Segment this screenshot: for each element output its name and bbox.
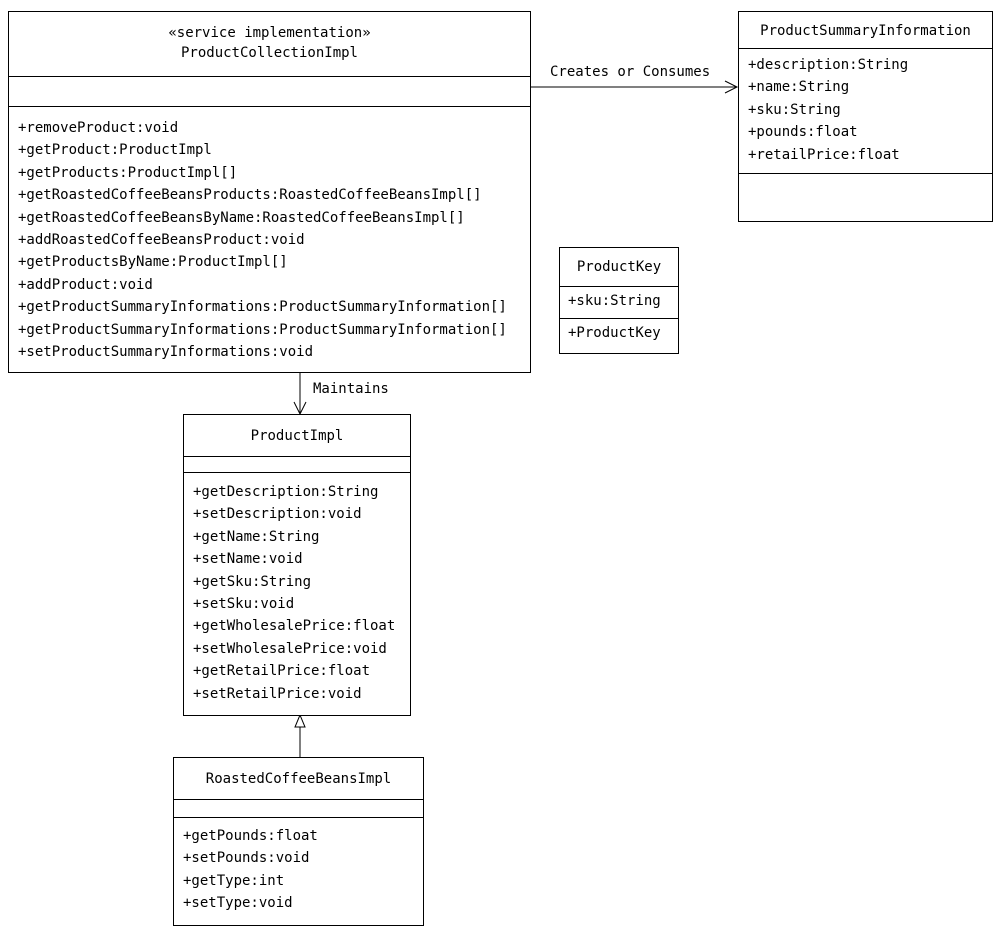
class-header: ProductSummaryInformation: [739, 12, 992, 48]
operation: +setSku:void: [193, 596, 295, 613]
class-header: RoastedCoffeeBeansImpl: [174, 758, 423, 799]
class-name: ProductCollectionImpl: [180, 45, 358, 61]
class-header: ProductImpl: [184, 415, 410, 456]
operations-compartment: +removeProduct:void +getProduct:ProductI…: [9, 106, 530, 363]
operation: +getRoastedCoffeeBeansProducts:RoastedCo…: [18, 187, 482, 204]
class-name: ProductImpl: [250, 428, 344, 444]
operation: +setRetailPrice:void: [193, 685, 362, 702]
attributes-compartment: [174, 799, 423, 817]
attribute: +description:String: [748, 57, 909, 73]
operation: +getType:int: [183, 872, 285, 889]
operation: +addProduct:void: [18, 276, 153, 293]
operations-compartment: +getPounds:float +setPounds:void +getTyp…: [174, 817, 423, 915]
operation: +setWholesalePrice:void: [193, 640, 387, 657]
operation: +setPounds:void: [183, 850, 310, 867]
class-product-summary-information[interactable]: ProductSummaryInformation +description:S…: [738, 11, 993, 222]
stereotype-label: «service implementation»: [168, 25, 371, 41]
operation: +getDescription:String: [193, 484, 379, 500]
operation: +getProducts:ProductImpl[]: [18, 164, 238, 181]
attribute: +sku:String: [748, 101, 841, 118]
attribute: +name:String: [748, 79, 850, 96]
class-product-collection-impl[interactable]: «service implementation» ProductCollecti…: [8, 11, 531, 373]
operation: +getPounds:float: [183, 828, 318, 844]
attributes-compartment: +sku:String: [560, 286, 678, 318]
attributes-compartment: [184, 456, 410, 472]
operation: +ProductKey: [568, 325, 661, 341]
operation: +getWholesalePrice:float: [193, 618, 396, 635]
class-header: ProductKey: [560, 248, 678, 286]
operation: +setProductSummaryInformations:void: [18, 344, 314, 361]
class-name: ProductKey: [576, 259, 662, 275]
maintains-label: Maintains: [313, 381, 389, 397]
operation: +getProductsByName:ProductImpl[]: [18, 254, 288, 271]
attribute: +retailPrice:float: [748, 146, 900, 163]
creates-or-consumes-label: Creates or Consumes: [550, 64, 711, 80]
class-product-impl[interactable]: ProductImpl +getDescription:String +setD…: [183, 414, 411, 716]
attribute: +pounds:float: [748, 124, 858, 141]
attributes-compartment: +description:String +name:String +sku:St…: [739, 48, 992, 173]
operation: +setName:void: [193, 551, 303, 568]
attribute: +sku:String: [568, 293, 661, 309]
operation: +getSku:String: [193, 573, 312, 590]
operation: +getRoastedCoffeeBeansByName:RoastedCoff…: [18, 209, 465, 226]
generalization-arrowhead: [294, 713, 306, 728]
operation: +getProductSummaryInformations:ProductSu…: [18, 299, 507, 316]
operation: +removeProduct:void: [18, 120, 179, 136]
operation: +getProductSummaryInformations:ProductSu…: [18, 321, 507, 338]
creates-or-consumes-arrowhead: [724, 80, 739, 94]
operations-compartment: +ProductKey: [560, 318, 678, 344]
operation: +getProduct:ProductImpl: [18, 142, 212, 159]
class-header: «service implementation» ProductCollecti…: [9, 12, 530, 76]
operation: +getName:String: [193, 528, 320, 545]
operation: +getRetailPrice:float: [193, 663, 371, 680]
attributes-compartment: [9, 76, 530, 106]
class-product-key[interactable]: ProductKey +sku:String +ProductKey: [559, 247, 679, 354]
operation: +addRoastedCoffeeBeansProduct:void: [18, 232, 305, 249]
class-roasted-coffee-beans-impl[interactable]: RoastedCoffeeBeansImpl +getPounds:float …: [173, 757, 424, 926]
operation: +setDescription:void: [193, 506, 362, 523]
operation: +setType:void: [183, 895, 293, 912]
class-name: ProductSummaryInformation: [760, 23, 971, 39]
operations-compartment: [739, 173, 992, 221]
operations-compartment: +getDescription:String +setDescription:v…: [184, 472, 410, 705]
class-name: RoastedCoffeeBeansImpl: [205, 771, 392, 787]
